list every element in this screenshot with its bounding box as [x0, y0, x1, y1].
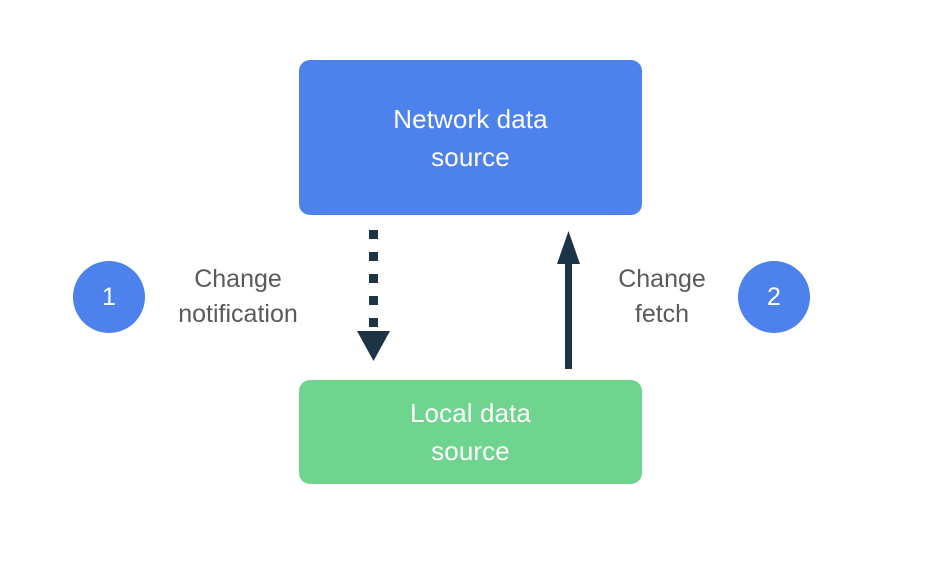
- arrow-change-notification-dotted: [357, 230, 390, 361]
- step-badge-2-number: 2: [767, 282, 781, 311]
- node-network-data-source[interactable]: Network data source: [299, 60, 642, 215]
- node-network-data-source-label: Network data source: [299, 100, 642, 176]
- edge-caption-change-notification-line-2: notification: [178, 300, 298, 328]
- step-badge-1[interactable]: 1: [73, 261, 145, 333]
- arrowhead-down: [357, 331, 390, 361]
- edge-caption-change-fetch-line-1: Change: [618, 265, 706, 293]
- node-local-label-line-2: source: [431, 436, 510, 466]
- edge-caption-change-notification: Change notification: [155, 262, 321, 332]
- node-local-data-source-label: Local data source: [299, 394, 642, 470]
- step-badge-1-number: 1: [102, 282, 116, 311]
- edge-caption-change-fetch: Change fetch: [592, 262, 732, 332]
- node-network-label-line-1: Network data: [393, 103, 548, 134]
- edge-caption-change-fetch-line-2: fetch: [634, 300, 690, 328]
- node-network-label-line-2: source: [431, 141, 510, 172]
- step-badge-2[interactable]: 2: [738, 261, 810, 333]
- node-local-data-source[interactable]: Local data source: [299, 380, 642, 484]
- edge-caption-change-notification-line-1: Change: [194, 265, 282, 293]
- arrowhead-up: [557, 231, 580, 264]
- arrow-change-fetch-solid: [557, 231, 580, 369]
- node-local-label-line-1: Local data: [410, 398, 531, 428]
